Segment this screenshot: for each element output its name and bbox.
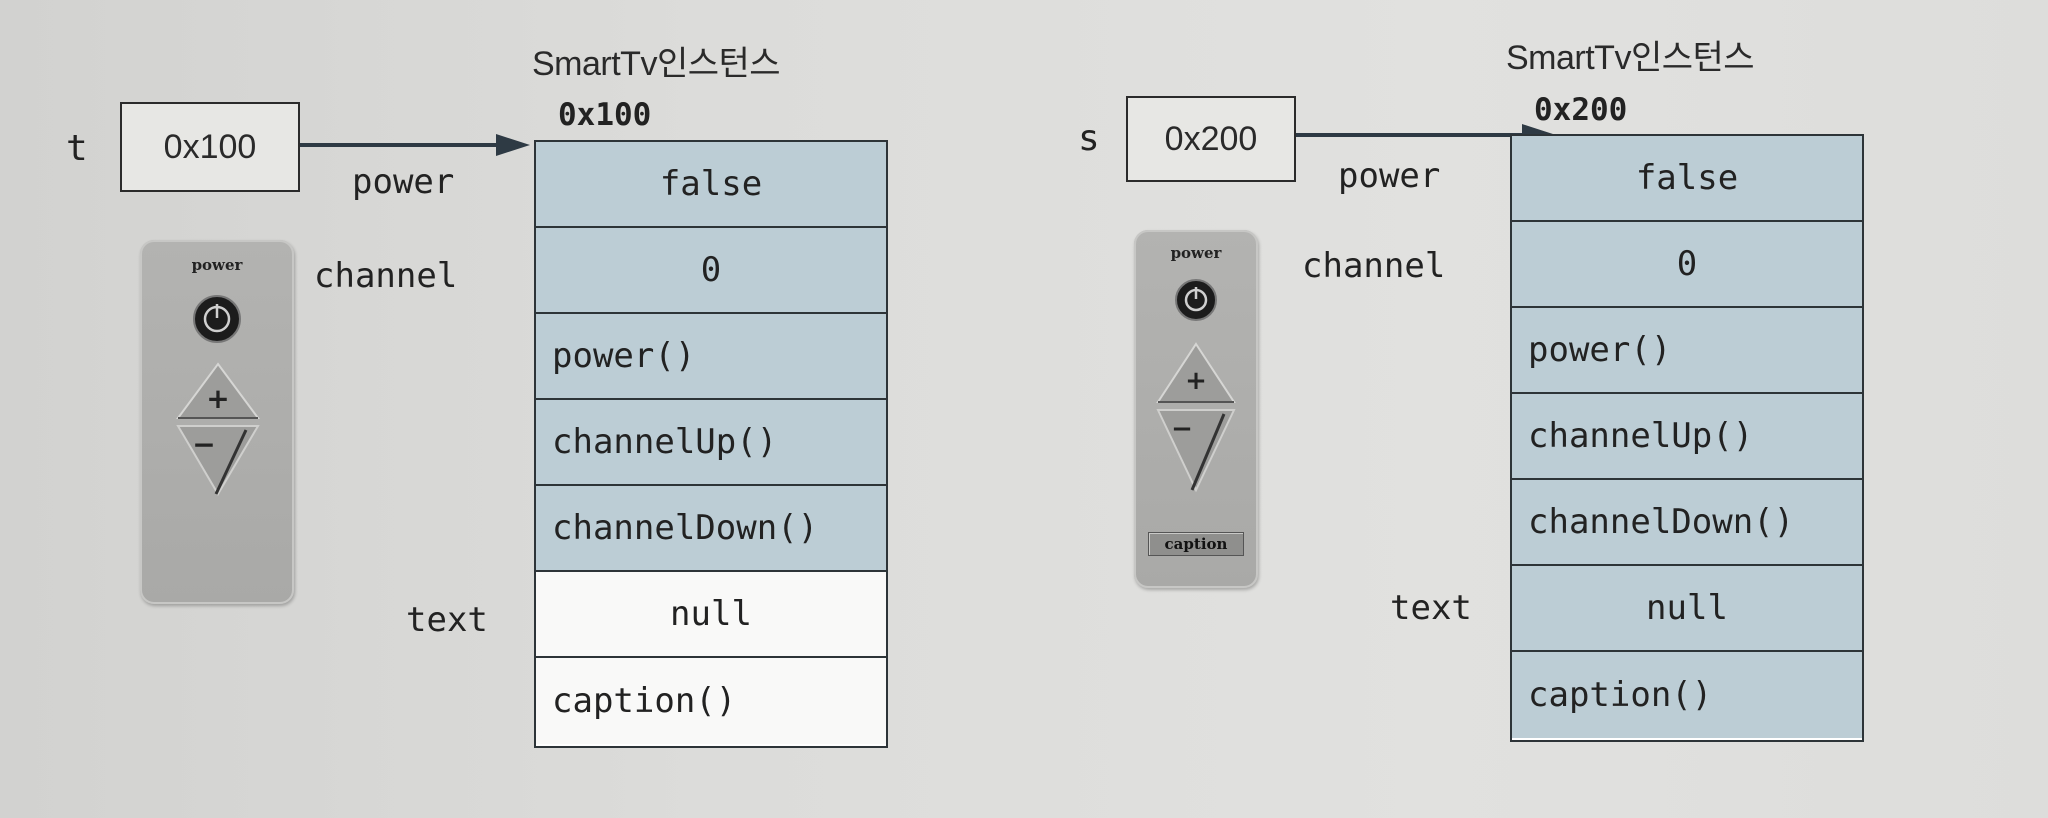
- variable-name: t: [66, 128, 88, 169]
- arrow-icon: [300, 130, 532, 160]
- field-label-text: text: [406, 600, 488, 640]
- cell-text-value: null: [1512, 566, 1862, 652]
- cell-text-value: null: [536, 572, 886, 658]
- instance-address: 0x100: [558, 97, 651, 133]
- cell-caption-method: caption(): [536, 658, 886, 744]
- instance-box: false 0 power() channelUp() channelDown(…: [534, 140, 888, 748]
- instance-box: false 0 power() channelUp() channelDown(…: [1510, 134, 1864, 742]
- tv-remote: power + − caption: [1134, 230, 1258, 588]
- cell-channelup-method: channelUp(): [1512, 394, 1862, 480]
- cell-power-value: false: [536, 142, 886, 228]
- cell-channel-value: 0: [1512, 222, 1862, 308]
- channel-down-label: −: [188, 428, 220, 461]
- reference-box: 0x100: [120, 102, 300, 192]
- field-label-power: power: [352, 162, 454, 202]
- cell-channelup-method: channelUp(): [536, 400, 886, 486]
- channel-up-label: +: [202, 382, 234, 415]
- remote-power-label: power: [1134, 244, 1258, 262]
- power-button-icon: [192, 294, 242, 344]
- variable-name: s: [1078, 118, 1100, 159]
- field-label-text: text: [1390, 588, 1472, 628]
- diagram-t: SmartTv인스턴스 0x100 t 0x100 power channel …: [0, 0, 1024, 818]
- field-label-power: power: [1338, 156, 1440, 196]
- cell-power-method: power(): [536, 314, 886, 400]
- caption-button: caption: [1148, 532, 1244, 556]
- diagram-s: SmartTv인스턴스 0x200 s 0x200 power channel …: [976, 0, 2000, 818]
- cell-power-method: power(): [1512, 308, 1862, 394]
- cell-channeldown-method: channelDown(): [1512, 480, 1862, 566]
- cell-channeldown-method: channelDown(): [536, 486, 886, 572]
- field-label-channel: channel: [314, 256, 457, 296]
- channel-up-label: +: [1180, 366, 1212, 396]
- instance-title: SmartTv인스턴스: [532, 36, 780, 85]
- instance-title: SmartTv인스턴스: [1506, 30, 1754, 79]
- cell-channel-value: 0: [536, 228, 886, 314]
- tv-remote: power + −: [140, 240, 294, 604]
- field-label-channel: channel: [1302, 246, 1445, 286]
- cell-caption-method: caption(): [1512, 652, 1862, 738]
- channel-down-label: −: [1166, 414, 1198, 444]
- reference-box: 0x200: [1126, 96, 1296, 182]
- power-button-icon: [1174, 278, 1218, 322]
- cell-power-value: false: [1512, 136, 1862, 222]
- remote-power-label: power: [140, 256, 294, 274]
